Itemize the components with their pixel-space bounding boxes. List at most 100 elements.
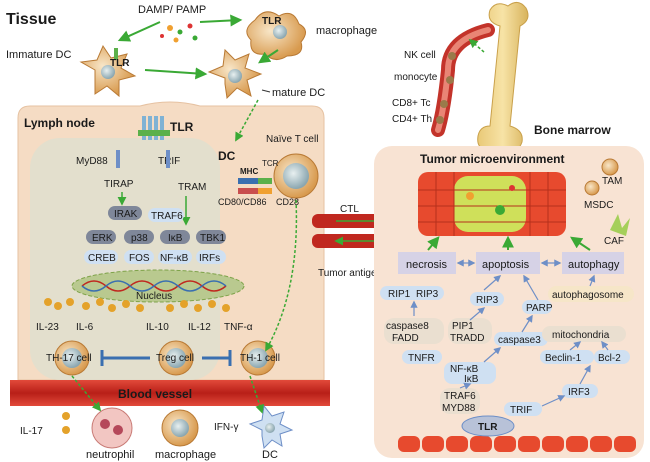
kinase-row [86, 230, 226, 244]
macrophage-top-label: macrophage [316, 25, 377, 37]
necrosis-box [398, 252, 456, 274]
tnfr-label: TNFR [408, 353, 435, 364]
tlr-tumor-label: TLR [478, 422, 498, 433]
tam-label: TAM [602, 176, 622, 187]
tirap-label: TIRAP [104, 179, 134, 190]
fos-label: FOS [129, 253, 150, 264]
tumor-pathway-arrows [410, 274, 609, 407]
il23-label: IL-23 [36, 322, 59, 333]
cd4-dot [436, 116, 444, 124]
macrophage-bottom-label: macrophage [155, 449, 216, 461]
nucleus-label: Nucleus [136, 291, 172, 302]
il10-label: IL-10 [146, 322, 169, 333]
il6-label: IL-6 [76, 322, 94, 333]
autophagosome-label: autophagosome [552, 290, 624, 301]
mhc-label: MHC [240, 167, 258, 176]
ikb-tumor-label: IκB [464, 374, 479, 385]
tcr-label: TCR [262, 159, 279, 168]
apoptosis-label: apoptosis [482, 259, 530, 271]
tradd-label: TRADD [450, 333, 484, 344]
damp-particles [160, 23, 198, 43]
apoptosis-box [476, 252, 540, 274]
ikb-label: IκB [168, 233, 183, 244]
dna-strand-blue [81, 280, 227, 292]
naive-t-cell [273, 153, 319, 199]
autophagy-box [562, 252, 624, 274]
irak-label: IRAK [114, 209, 138, 220]
neutrophil-cell [91, 407, 133, 449]
tissue-title: Tissue [6, 11, 57, 28]
il12-label: IL-12 [188, 322, 211, 333]
tam-cell [601, 158, 619, 176]
tbk1-label: TBK1 [200, 233, 225, 244]
tumor-antigen-label: Tumor antigen [318, 268, 382, 279]
tlr-receptor-main [138, 116, 170, 140]
tf-row [84, 250, 226, 264]
parp-label: PARP [526, 303, 553, 314]
nk-cell-dot [448, 52, 456, 60]
il17-label: IL-17 [20, 426, 43, 437]
traf6-label: TRAF6 [151, 211, 183, 222]
traf6-tumor-label: TRAF6 [444, 391, 476, 402]
ctl-label: CTL [340, 204, 359, 215]
tram-label: TRAM [178, 182, 206, 193]
immature-dc-cell [79, 44, 137, 98]
cd4-label: CD4+ Th [392, 114, 432, 125]
tlr-macrophage-label: TLR [262, 16, 282, 27]
treg-label: Treg cell [156, 353, 194, 364]
arrow-damp-to-immature [117, 21, 161, 42]
pip1-label: PIP1 [452, 321, 474, 332]
arrow-damp-to-macrophage [199, 14, 243, 27]
tumor-molecules [380, 286, 634, 416]
tlr-tumor-receptor [461, 415, 515, 437]
fadd-label: FADD [392, 333, 419, 344]
dc-bottom-cell [248, 404, 294, 450]
irf3-label: IRF3 [568, 387, 590, 398]
th1-label: TH-1 cell [240, 353, 280, 364]
msdc-cell [584, 180, 600, 196]
th17-label: TH-17 cell [46, 353, 92, 364]
lymph-node-title: Lymph node [24, 116, 95, 130]
naive-t-label: Naïve T cell [266, 134, 318, 145]
blood-vessel-label: Blood vessel [118, 387, 192, 401]
arrow-immature-to-mature [144, 67, 208, 80]
bcl2-label: Bcl-2 [598, 353, 621, 364]
macrophage-top-cell [246, 11, 306, 60]
nucleus-shape [71, 269, 245, 303]
caf-cell [610, 214, 630, 236]
damp-pamp-label: DAMP/ PAMP [138, 4, 206, 16]
necrosis-label: necrosis [406, 259, 447, 271]
tlr-immature-label: TLR [110, 58, 130, 69]
tumor-title: Tumor microenvironment [420, 152, 564, 166]
autophagy-label: autophagy [568, 259, 620, 271]
beclin1-label: Beclin-1 [545, 353, 582, 364]
caspase8-label: caspase8 [386, 321, 429, 332]
irfs-label: IRFs [199, 253, 220, 264]
dc-bottom-label: DC [262, 449, 278, 461]
cd28-label: CD28 [276, 197, 299, 207]
cd8-dot [440, 100, 448, 108]
caf-label: CAF [604, 236, 624, 247]
rip3-mid-label: RIP3 [476, 295, 499, 306]
nfkb-tumor-label: NF-κB [450, 364, 479, 375]
trif-tumor-label: TRIF [510, 405, 532, 416]
tumor-membrane-cells [398, 436, 636, 452]
nk-cell-label: NK cell [404, 50, 436, 61]
nfkb-label: NF-κB [160, 253, 189, 264]
arrow-macrophage-to-mature [258, 49, 279, 64]
myd88-tumor-label: MYD88 [442, 403, 476, 414]
p38-label: p38 [131, 233, 148, 244]
monocyte-label: monocyte [394, 72, 438, 83]
treg-cell [158, 340, 194, 376]
tumor-cell-cluster [418, 172, 566, 236]
cd80-label: CD80/CD86 [218, 197, 267, 207]
erk-label: ERK [92, 233, 113, 244]
blood-vessel [10, 380, 330, 406]
caspase3-label: caspase3 [498, 335, 541, 346]
monocyte-dot [446, 76, 454, 84]
cd8-label: CD8+ Tc [392, 98, 430, 109]
irak-pill [108, 206, 142, 220]
mature-dc-label: mature DC [272, 87, 325, 99]
